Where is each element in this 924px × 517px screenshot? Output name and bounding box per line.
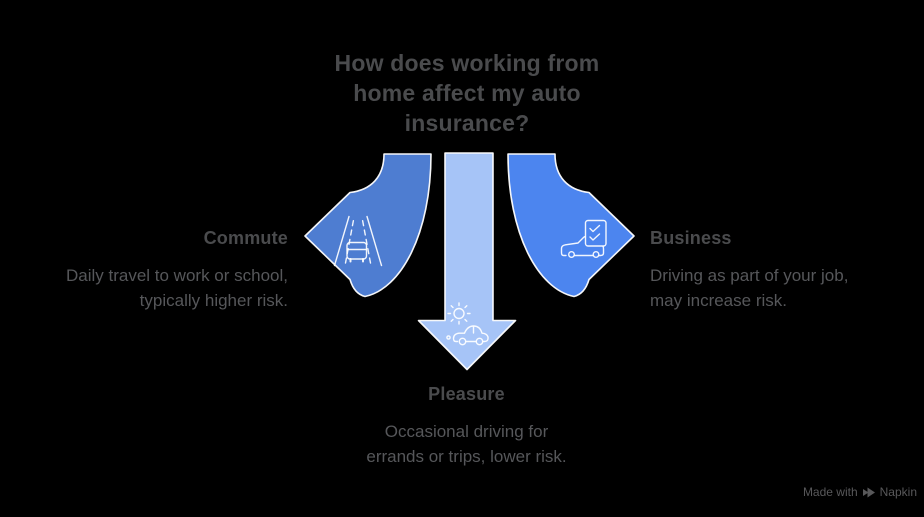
road-car-icon bbox=[333, 215, 383, 267]
sun-car-icon bbox=[446, 302, 489, 346]
car-checklist-icon bbox=[560, 219, 607, 258]
title-line-1: How does working from bbox=[334, 50, 600, 76]
business-label: Business bbox=[650, 228, 732, 248]
pleasure-desc-line-1: Occasional driving for bbox=[384, 422, 549, 441]
commute-description: Daily travel to work or school, typicall… bbox=[8, 263, 288, 313]
title-line-3: insurance? bbox=[404, 110, 530, 136]
watermark-prefix: Made with bbox=[802, 485, 858, 499]
pleasure-section: Pleasure Occasional driving for errands … bbox=[349, 384, 584, 469]
watermark-brand: Napkin bbox=[879, 485, 917, 499]
title-line-2: home affect my auto bbox=[353, 80, 581, 106]
business-arrow-shape bbox=[507, 153, 635, 298]
commute-desc-line-2: typically higher risk. bbox=[139, 291, 288, 310]
business-desc-line-2: may increase risk. bbox=[650, 291, 787, 310]
pleasure-label: Pleasure bbox=[428, 384, 505, 404]
commute-desc-line-1: Daily travel to work or school, bbox=[65, 266, 288, 285]
pleasure-arrow bbox=[417, 152, 517, 371]
napkin-logo-icon bbox=[862, 487, 875, 497]
pleasure-arrow-shape bbox=[417, 152, 517, 371]
commute-arrow-shape bbox=[304, 153, 432, 298]
business-arrow bbox=[507, 153, 635, 298]
commute-label: Commute bbox=[203, 228, 288, 248]
business-section: Business Driving as part of your job, ma… bbox=[650, 228, 910, 313]
pleasure-description: Occasional driving for errands or trips,… bbox=[349, 419, 584, 469]
commute-section: Commute Daily travel to work or school, … bbox=[8, 228, 288, 313]
business-desc-line-1: Driving as part of your job, bbox=[650, 266, 849, 285]
page-title: How does working from home affect my aut… bbox=[317, 48, 617, 138]
pleasure-desc-line-2: errands or trips, lower risk. bbox=[366, 447, 567, 466]
made-with-napkin-watermark[interactable]: Made with Napkin bbox=[803, 485, 917, 499]
commute-arrow bbox=[304, 153, 432, 298]
business-description: Driving as part of your job, may increas… bbox=[650, 263, 910, 313]
